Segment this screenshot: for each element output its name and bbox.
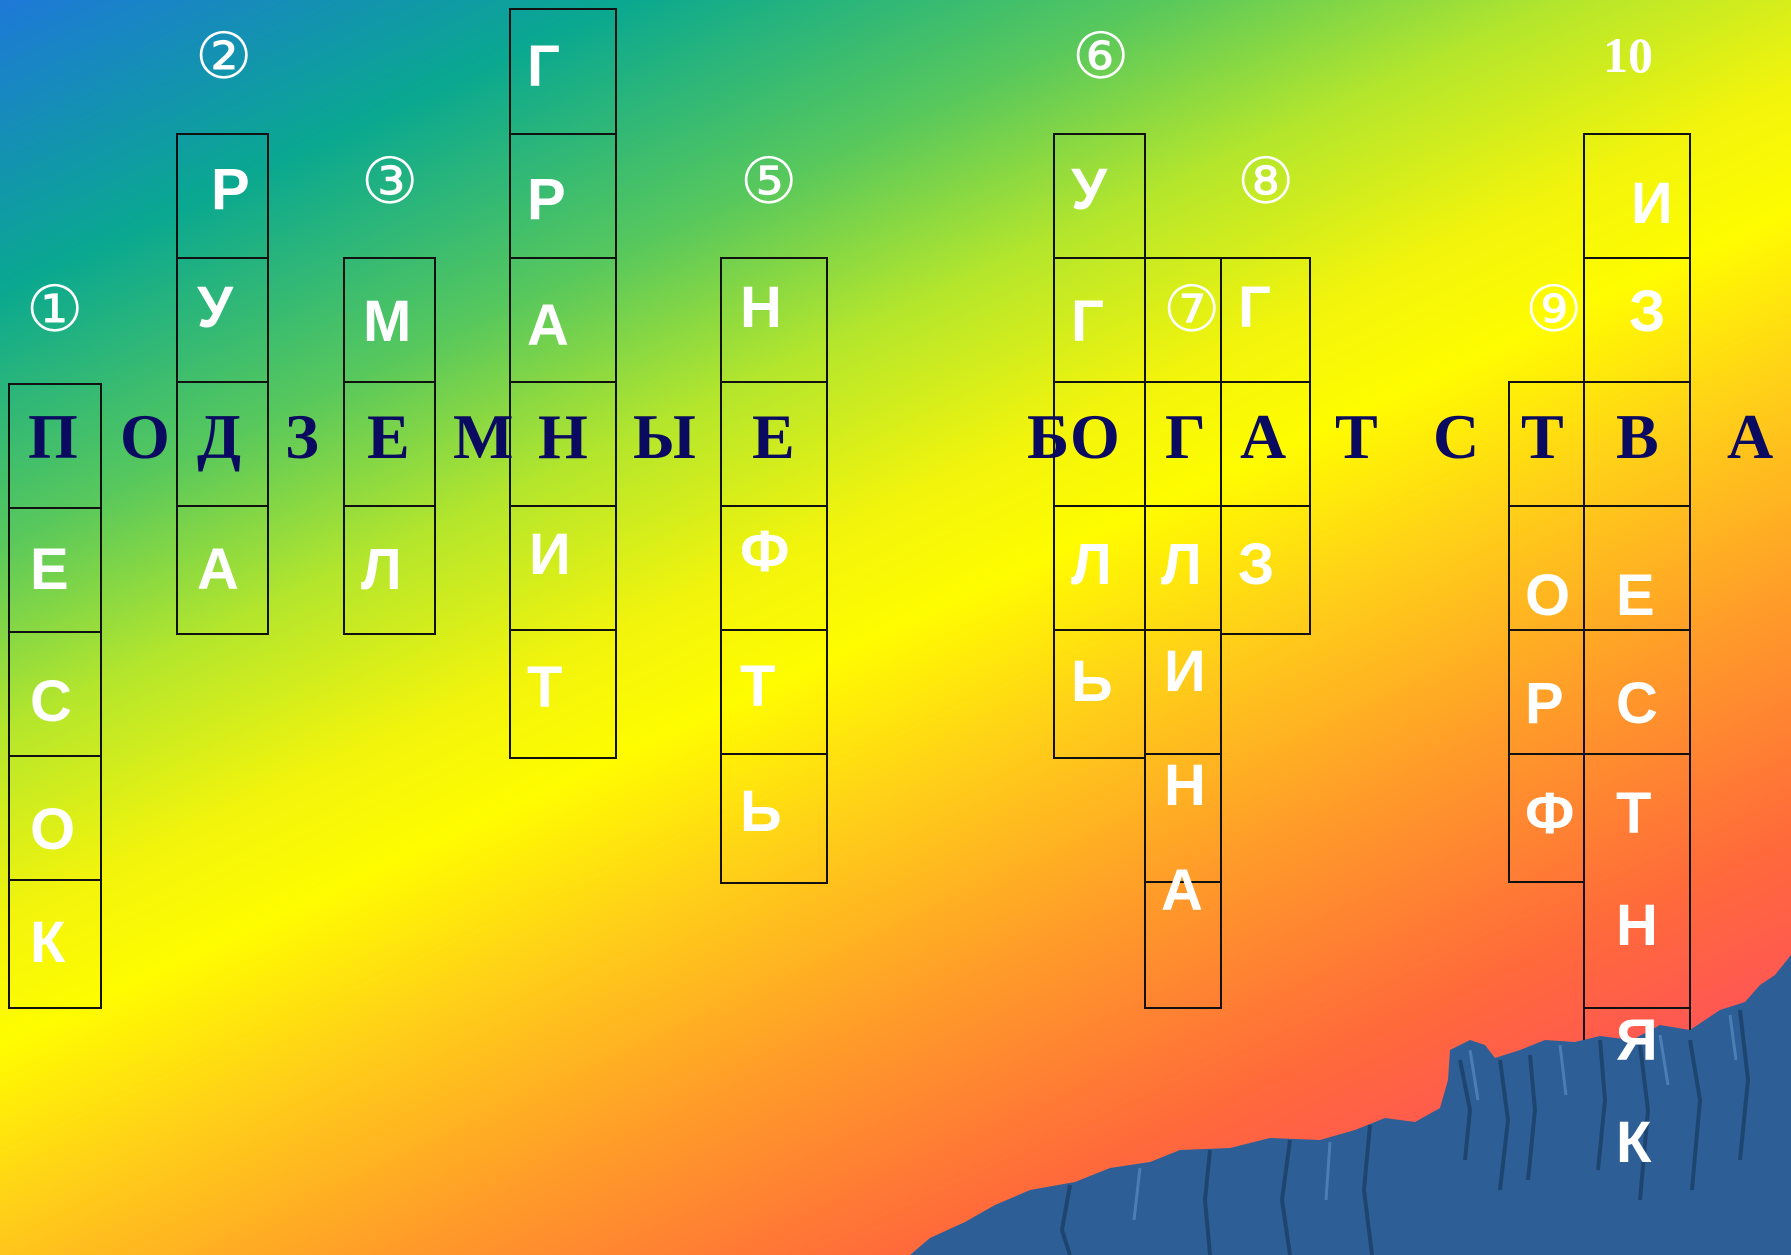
cell-letter: К — [1616, 1114, 1651, 1172]
cell-letter: У — [1071, 161, 1107, 219]
cell-letter: Р — [211, 161, 250, 219]
horizontal-letter: А — [1727, 405, 1773, 469]
cell-letter: З — [1238, 536, 1274, 594]
cell-letter: Л — [1071, 536, 1112, 594]
cell-letter: А — [1161, 862, 1203, 920]
clue-number-6: ⑥ — [1072, 25, 1129, 89]
horizontal-letter: Т — [1335, 405, 1378, 469]
horizontal-letter: Д — [197, 405, 241, 469]
horizontal-letter: Т — [1521, 405, 1564, 469]
cell-letter: О — [1525, 567, 1570, 625]
cell-letter: Я — [1616, 1012, 1658, 1070]
clue-number-5: ⑤ — [740, 150, 797, 214]
cell-letter: Т — [527, 659, 562, 717]
cell-letter: Ь — [1071, 653, 1113, 711]
cell-letter: З — [1629, 283, 1665, 341]
clue-number-9: ⑨ — [1525, 278, 1582, 342]
horizontal-letter: Г — [1165, 405, 1206, 469]
cell-letter: Н — [1616, 897, 1658, 955]
cell-letter: Г — [527, 38, 560, 96]
cell-letter: Л — [1161, 536, 1202, 594]
cell-letter: Л — [361, 541, 402, 599]
horizontal-letter: Н — [538, 405, 588, 469]
cell-letter: И — [1631, 175, 1673, 233]
cell-letter: С — [1616, 675, 1658, 733]
horizontal-letter: Е — [752, 405, 795, 469]
horizontal-letter: О — [120, 405, 170, 469]
cell-letter: Т — [740, 658, 775, 716]
clue-number-7: ⑦ — [1163, 278, 1220, 342]
horizontal-letter: О — [1070, 405, 1120, 469]
cell-letter: И — [1164, 643, 1206, 701]
horizontal-letter: Ы — [633, 405, 696, 469]
cell-letter: К — [30, 914, 65, 972]
cell-letter: Е — [30, 541, 69, 599]
cell-letter: Е — [1616, 567, 1655, 625]
horizontal-letter: Б — [1027, 405, 1069, 469]
cell-letter: Ь — [740, 783, 782, 841]
cell-letter: Р — [1525, 675, 1564, 733]
cell-letter: Г — [1071, 293, 1104, 351]
cell-letter: О — [30, 801, 75, 859]
cell-letter: Т — [1616, 785, 1651, 843]
horizontal-letter: С — [1433, 405, 1479, 469]
cell-letter: У — [197, 279, 233, 337]
cell-letter: Н — [740, 279, 782, 337]
horizontal-letter: Е — [367, 405, 410, 469]
cell-letter: Ф — [740, 523, 790, 581]
cell-letter: А — [197, 541, 239, 599]
cell-letter: С — [30, 673, 72, 731]
cell-letter: Н — [1164, 757, 1206, 815]
cell-letter: М — [363, 293, 411, 351]
cell-letter: Ф — [1525, 785, 1575, 843]
cell-letter: А — [527, 297, 569, 355]
horizontal-letter: М — [453, 405, 513, 469]
horizontal-letter: П — [28, 405, 78, 469]
cell-letter: Г — [1238, 279, 1271, 337]
cell-letter: Р — [527, 171, 566, 229]
horizontal-letter: З — [285, 405, 319, 469]
horizontal-letter: В — [1616, 405, 1659, 469]
clue-number-10: 10 — [1603, 30, 1653, 80]
cell-letter: И — [529, 526, 571, 584]
clue-number-2: ② — [195, 25, 252, 89]
horizontal-letter: А — [1240, 405, 1286, 469]
clue-number-8: ⑧ — [1237, 150, 1294, 214]
clue-number-3: ③ — [361, 150, 418, 214]
clue-number-1: ① — [26, 278, 83, 342]
